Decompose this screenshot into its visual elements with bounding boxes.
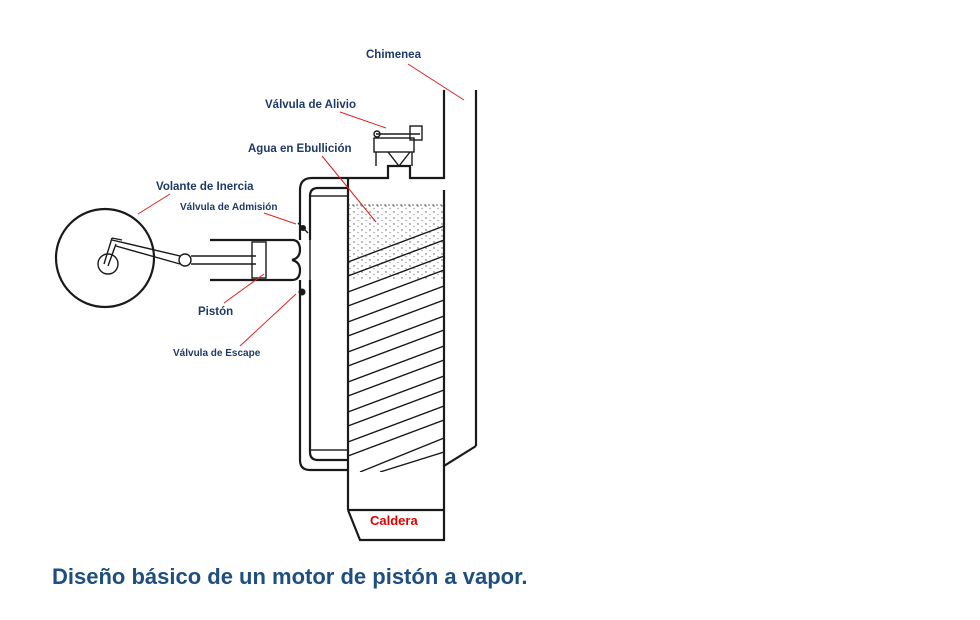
label-valvula-escape: Válvula de Escape <box>173 348 261 359</box>
firebox <box>346 509 446 542</box>
label-piston: Pistón <box>198 306 233 318</box>
fire-tubes <box>348 225 444 472</box>
cylinder <box>210 238 302 282</box>
steam-pipes <box>297 176 349 472</box>
flywheel-hub <box>97 253 119 275</box>
label-chimenea: Chimenea <box>366 49 422 61</box>
boiler <box>346 90 478 542</box>
boiling-water <box>348 205 444 280</box>
leader-lines <box>137 63 465 347</box>
label-valvula-alivio: Válvula de Alivio <box>265 99 356 111</box>
label-agua-ebullicion: Agua en Ebullición <box>248 143 352 155</box>
connecting-rod <box>111 239 181 257</box>
figure-caption: Diseño básico de un motor de pistón a va… <box>52 564 528 589</box>
label-caldera: Caldera <box>370 513 418 528</box>
flywheel <box>54 207 256 309</box>
relief-valve <box>373 125 423 168</box>
label-valvula-admision: Válvula de Admisión <box>180 202 277 213</box>
piston <box>251 241 267 279</box>
exhaust-valve <box>298 288 306 296</box>
label-volante-inercia: Volante de Inercia <box>156 181 254 193</box>
